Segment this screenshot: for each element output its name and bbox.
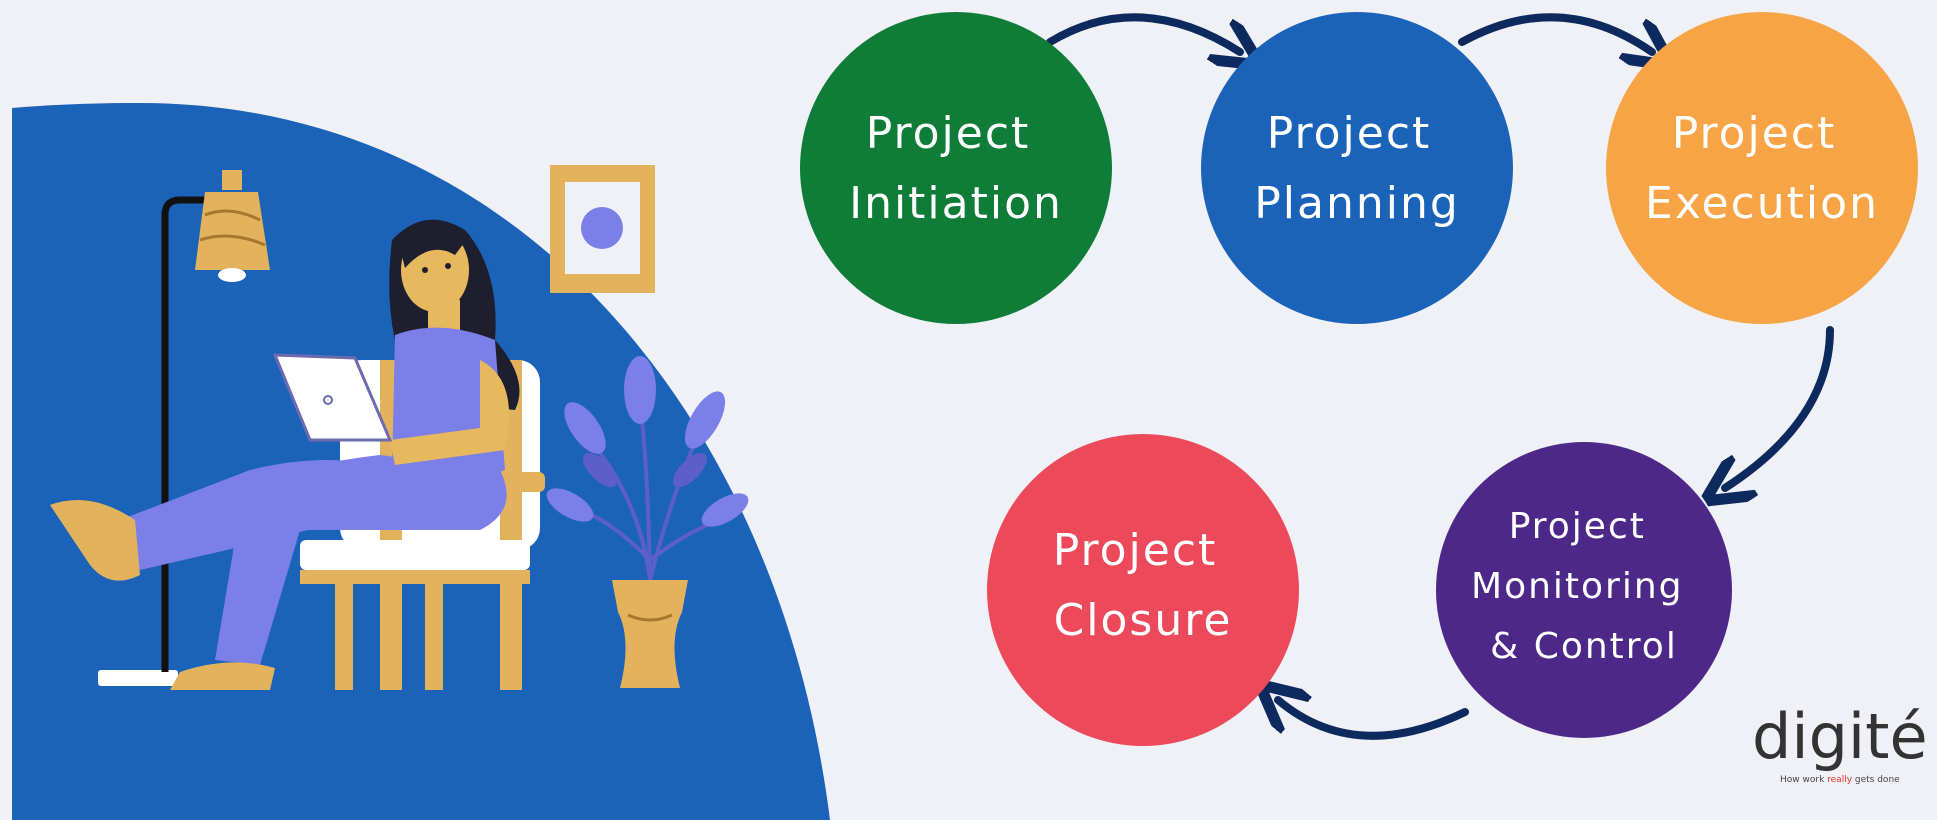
step-label-line: Monitoring <box>1471 566 1684 607</box>
svg-text:Project Planning: Project Planning <box>1254 108 1460 229</box>
svg-text:Project Execution: Project Execution <box>1645 108 1879 229</box>
step-label-line: & Control <box>1490 626 1678 667</box>
arrow-execution-to-monitoring <box>1725 326 1834 488</box>
step-label-line: Project <box>1267 108 1432 159</box>
step-label-line: Initiation <box>849 178 1063 229</box>
arrow-planning-to-execution <box>1458 13 1652 52</box>
step-label-line: Execution <box>1645 178 1879 229</box>
step-planning: Project Planning <box>1201 12 1513 324</box>
svg-text:Project Initiation: Project Initiation <box>849 108 1063 229</box>
step-circle <box>1201 12 1513 324</box>
wall-picture-icon <box>550 165 655 293</box>
logo-word: digité <box>1752 700 1928 773</box>
step-label-line: Project <box>1053 525 1218 576</box>
step-label-line: Project <box>866 108 1031 159</box>
digite-logo: digité How work really gets done <box>1752 700 1928 785</box>
step-label-line: Project <box>1509 506 1646 547</box>
step-label-line: Project <box>1672 108 1837 159</box>
logo-tagline: How work really gets done <box>1780 775 1900 785</box>
step-circle <box>800 12 1112 324</box>
potted-plant-icon <box>546 356 749 688</box>
arrow-monitoring-to-closure <box>1278 700 1469 740</box>
step-label-line: Planning <box>1254 178 1460 229</box>
step-monitoring-control: Project Monitoring & Control <box>1436 442 1732 738</box>
svg-text:Project Closure: Project Closure <box>1053 525 1234 646</box>
step-label-line: Closure <box>1054 595 1233 646</box>
step-circle <box>1436 442 1732 738</box>
floor-lamp-icon <box>98 170 270 686</box>
illustration <box>50 165 749 690</box>
svg-text:Project Monitoring: Project Monitoring & Control <box>1471 506 1697 667</box>
step-closure: Project Closure <box>987 434 1299 746</box>
step-initiation: Project Initiation <box>800 12 1112 324</box>
step-circle <box>1606 12 1918 324</box>
step-circle <box>987 434 1299 746</box>
arrow-initiation-to-planning <box>1046 13 1240 52</box>
step-execution: Project Execution <box>1606 12 1918 324</box>
flow-arrows <box>1046 13 1834 740</box>
person-reading-tablet-icon <box>50 219 520 690</box>
